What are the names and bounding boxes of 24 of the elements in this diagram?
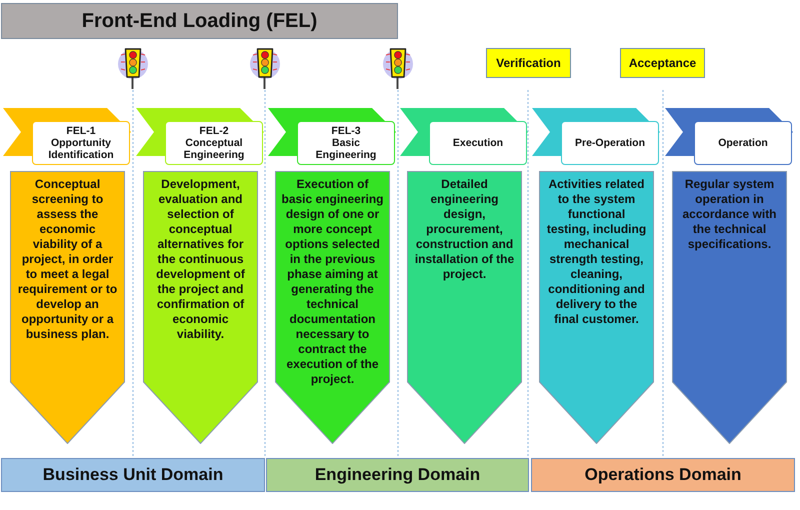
phase-title-card: [32, 121, 130, 165]
heading-banner: Front-End Loading (FEL): [1, 3, 398, 39]
phase-description: Development, evaluation and selection of conceptual alternatives for the continuous development of the project and confirmation of economic viability.: [155, 177, 246, 342]
phase-title-card: [297, 121, 395, 165]
phase-description: Activities related to the system functional testing, including mechanical strength testing, cleaning, conditioning and delivery to the final customer.: [546, 177, 648, 327]
phase-title-card: [165, 121, 263, 165]
phase-title-card: Operation: [694, 121, 792, 165]
phase-code: FEL-1: [66, 125, 96, 137]
domain-band: Business Unit Domain: [1, 458, 265, 492]
phase-title-card: Execution: [429, 121, 527, 165]
milestone-tag: Verification: [486, 48, 571, 78]
phase-title-card: Pre-Operation: [561, 121, 659, 165]
phase-name: Opportunity Identification: [47, 137, 115, 161]
phase-name: Basic Engineering: [314, 137, 378, 161]
phase-description: Detailed engineering design, procurement, construction and installation of the project.: [414, 177, 516, 282]
domain-band: Engineering Domain: [266, 458, 529, 492]
domain-band: Operations Domain: [531, 458, 795, 492]
phase-code: FEL-2: [199, 125, 229, 137]
phase-description: Conceptual screening to assess the economic viability of a project, in order to meet a legal requirement or to develop an opportunity or a business plan.: [16, 177, 118, 342]
phase-name: Conceptual Engineering: [182, 137, 246, 161]
phase-description: Regular system operation in accordance with the technical specifications.: [681, 177, 778, 252]
milestone-tag: Acceptance: [620, 48, 705, 78]
phase-code: FEL-3: [331, 125, 361, 137]
phase-description: Execution of basic engineering design of one or more concept options selected in the previous phase aiming at generating the technical documentation necessary to contract the execution of the project.: [281, 177, 384, 387]
